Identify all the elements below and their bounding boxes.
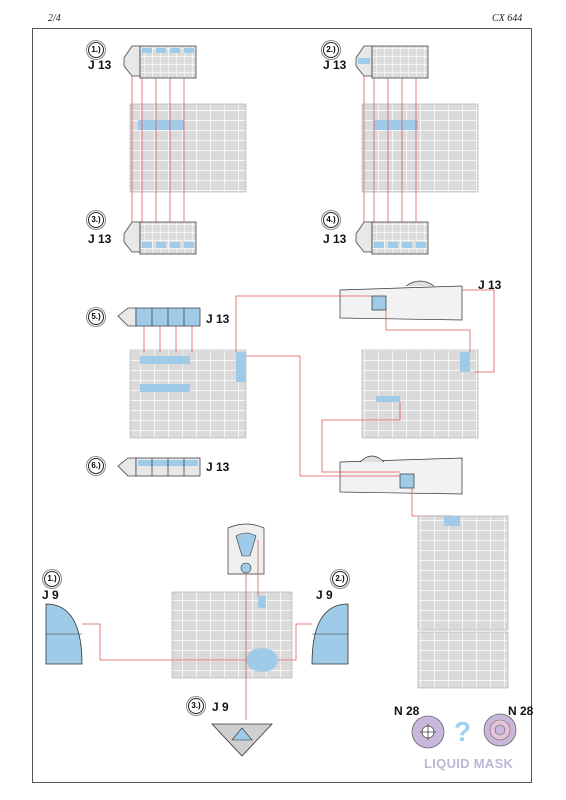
step-4-marker: 4.): [323, 212, 339, 228]
mask-sheet-5: [417, 515, 509, 631]
step-6-marker: 6.): [88, 458, 104, 474]
mask-code-step1: J 13: [88, 58, 112, 72]
step-2-marker: 2.): [323, 42, 339, 58]
canopy-step2: [355, 45, 429, 79]
mask-code-j9-left: J 9: [42, 588, 59, 602]
mask-code-side: J 13: [478, 278, 502, 292]
mask-code-n28-left: N 28: [394, 704, 420, 718]
step-3-marker: 3.): [88, 212, 104, 228]
mask-code-n28-right: N 28: [508, 704, 534, 718]
mask-code-step3: J 13: [88, 232, 112, 246]
mask-code-j9-bottom: J 9: [212, 700, 229, 714]
j9-dome-left: [45, 603, 83, 665]
product-code: CX 644: [492, 13, 523, 24]
lower-step-1-marker: 1.): [44, 571, 60, 587]
mask-code-step5: J 13: [206, 312, 230, 326]
canopy-step4: [355, 221, 429, 255]
fuselage-side-top: [339, 280, 463, 321]
nose-canopy-topview: [227, 523, 265, 575]
j9-triangle: [211, 723, 273, 757]
step-1-marker: 1.): [88, 42, 104, 58]
canopy-step5: [117, 307, 201, 327]
canopy-step3: [123, 221, 197, 255]
mask-code-j9-right: J 9: [316, 588, 333, 602]
j9-dome-right: [311, 603, 349, 665]
liquid-mask-label: LIQUID MASK: [424, 756, 514, 771]
page-frame: [32, 28, 532, 783]
lower-step-3-marker: 3.): [188, 698, 204, 714]
mask-code-step6: J 13: [206, 460, 230, 474]
n28-disc-right: [483, 713, 517, 747]
mask-code-step4: J 13: [323, 232, 347, 246]
mask-code-step2: J 13: [323, 58, 347, 72]
mask-sheet-3: [129, 349, 247, 439]
fuselage-side-bottom: [339, 455, 463, 495]
n28-disc-left: [411, 715, 445, 749]
page-number: 2/4: [48, 13, 61, 24]
mask-sheet-6: [417, 631, 509, 689]
mask-sheet-4: [361, 349, 479, 439]
canopy-step1: [123, 45, 197, 79]
mask-sheet-2: [361, 103, 479, 193]
mask-sheet-1: [129, 103, 247, 193]
lower-step-2-marker: 2.): [332, 571, 348, 587]
step-5-marker: 5.): [88, 309, 104, 325]
question-mark: ?: [454, 716, 472, 747]
canopy-step6: [117, 457, 201, 477]
